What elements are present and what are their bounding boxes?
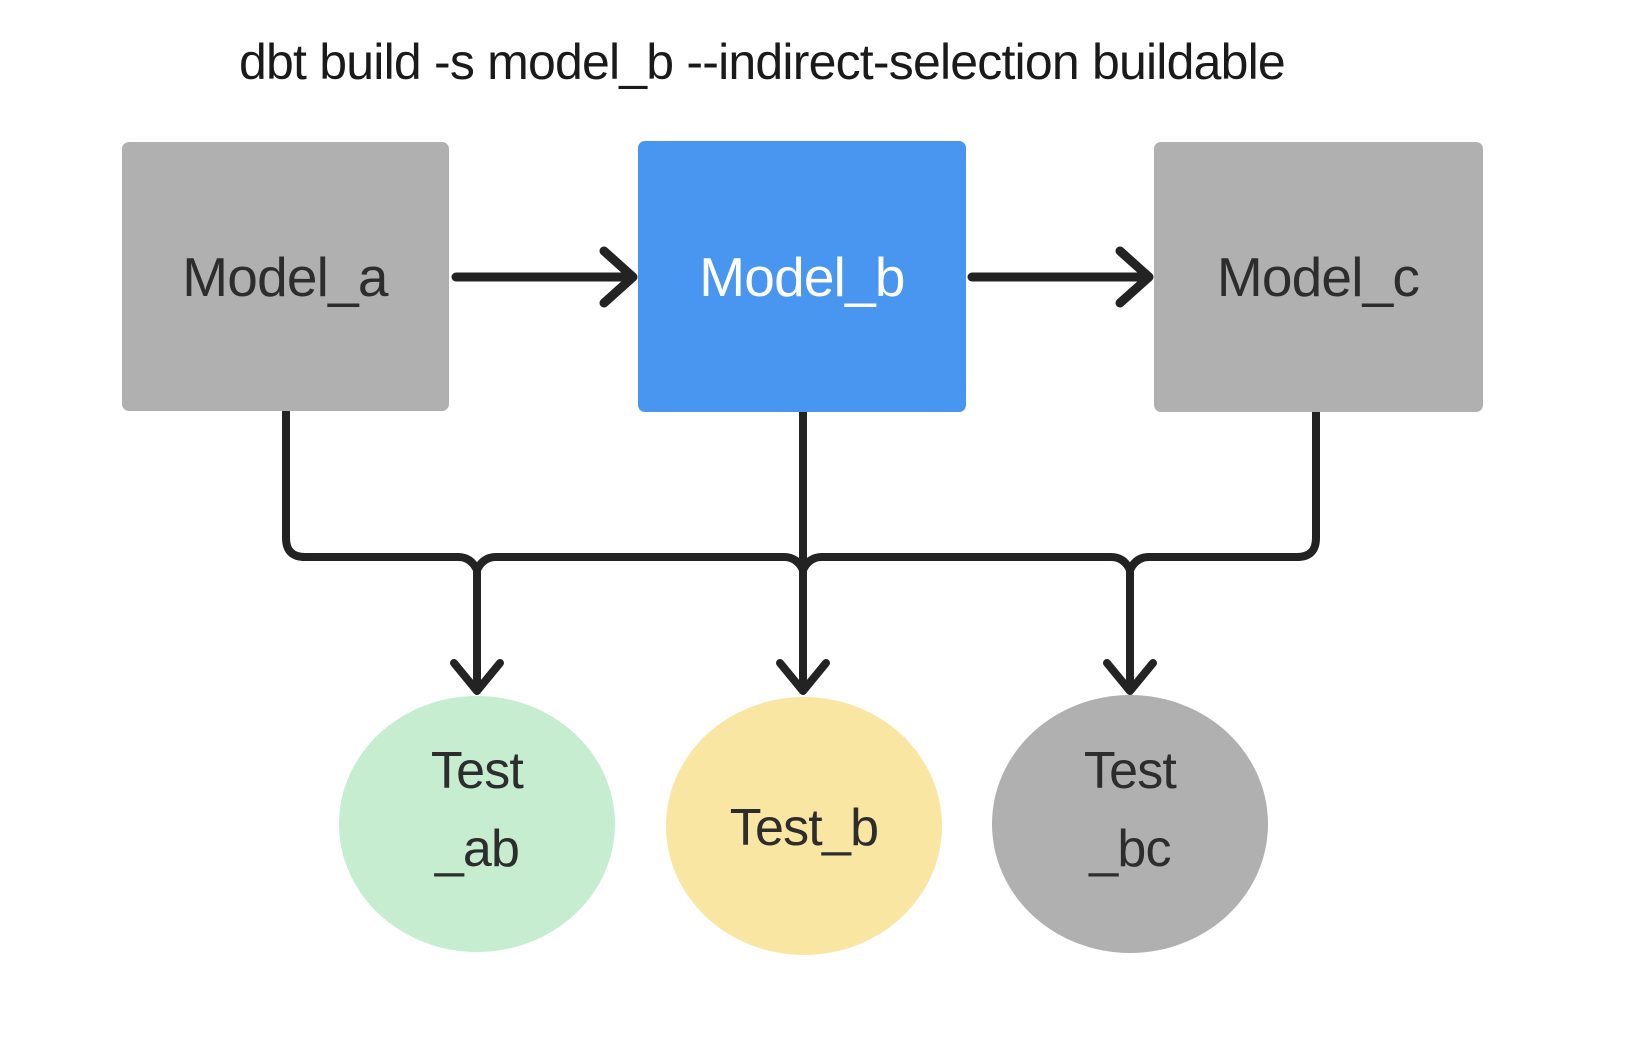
diagram-title: dbt build -s model_b --indirect-selectio… [239, 34, 1285, 90]
model-c-label: Model_c [1217, 246, 1420, 308]
test-bc-label-line1: Test [1084, 742, 1178, 800]
model-a-box [122, 142, 449, 411]
arrowhead-into-test-b-icon [776, 659, 830, 695]
edge-model-a-to-test-ab [282, 408, 481, 692]
node-test-bc: Test _bc [992, 695, 1268, 953]
arrowhead-into-test-ab-icon [450, 659, 504, 695]
test-ab-label-line2: _ab [434, 820, 519, 878]
node-model-b: Model_b [638, 141, 966, 412]
model-b-box [638, 141, 966, 412]
test-ab-label-line1: Test [431, 742, 525, 800]
test-bc-label-line2: _bc [1088, 820, 1170, 878]
arrowhead-into-model-b-icon [599, 246, 638, 308]
test-b-circle [666, 697, 942, 955]
node-test-b: Test_b [666, 697, 942, 955]
fanout-bus-line [473, 553, 1134, 574]
arrowhead-into-model-c-icon [1115, 246, 1154, 308]
test-bc-circle [992, 695, 1268, 953]
model-c-box [1154, 142, 1483, 412]
model-b-label: Model_b [699, 246, 904, 308]
edge-model-c-to-test-bc [1126, 408, 1320, 692]
model-a-label: Model_a [182, 246, 389, 308]
arrowhead-into-test-bc-icon [1103, 659, 1157, 695]
node-model-a: Model_a [122, 142, 449, 411]
node-model-c: Model_c [1154, 142, 1483, 412]
test-ab-circle [339, 696, 615, 952]
test-b-label: Test_b [730, 799, 878, 857]
node-test-ab: Test _ab [339, 696, 615, 952]
